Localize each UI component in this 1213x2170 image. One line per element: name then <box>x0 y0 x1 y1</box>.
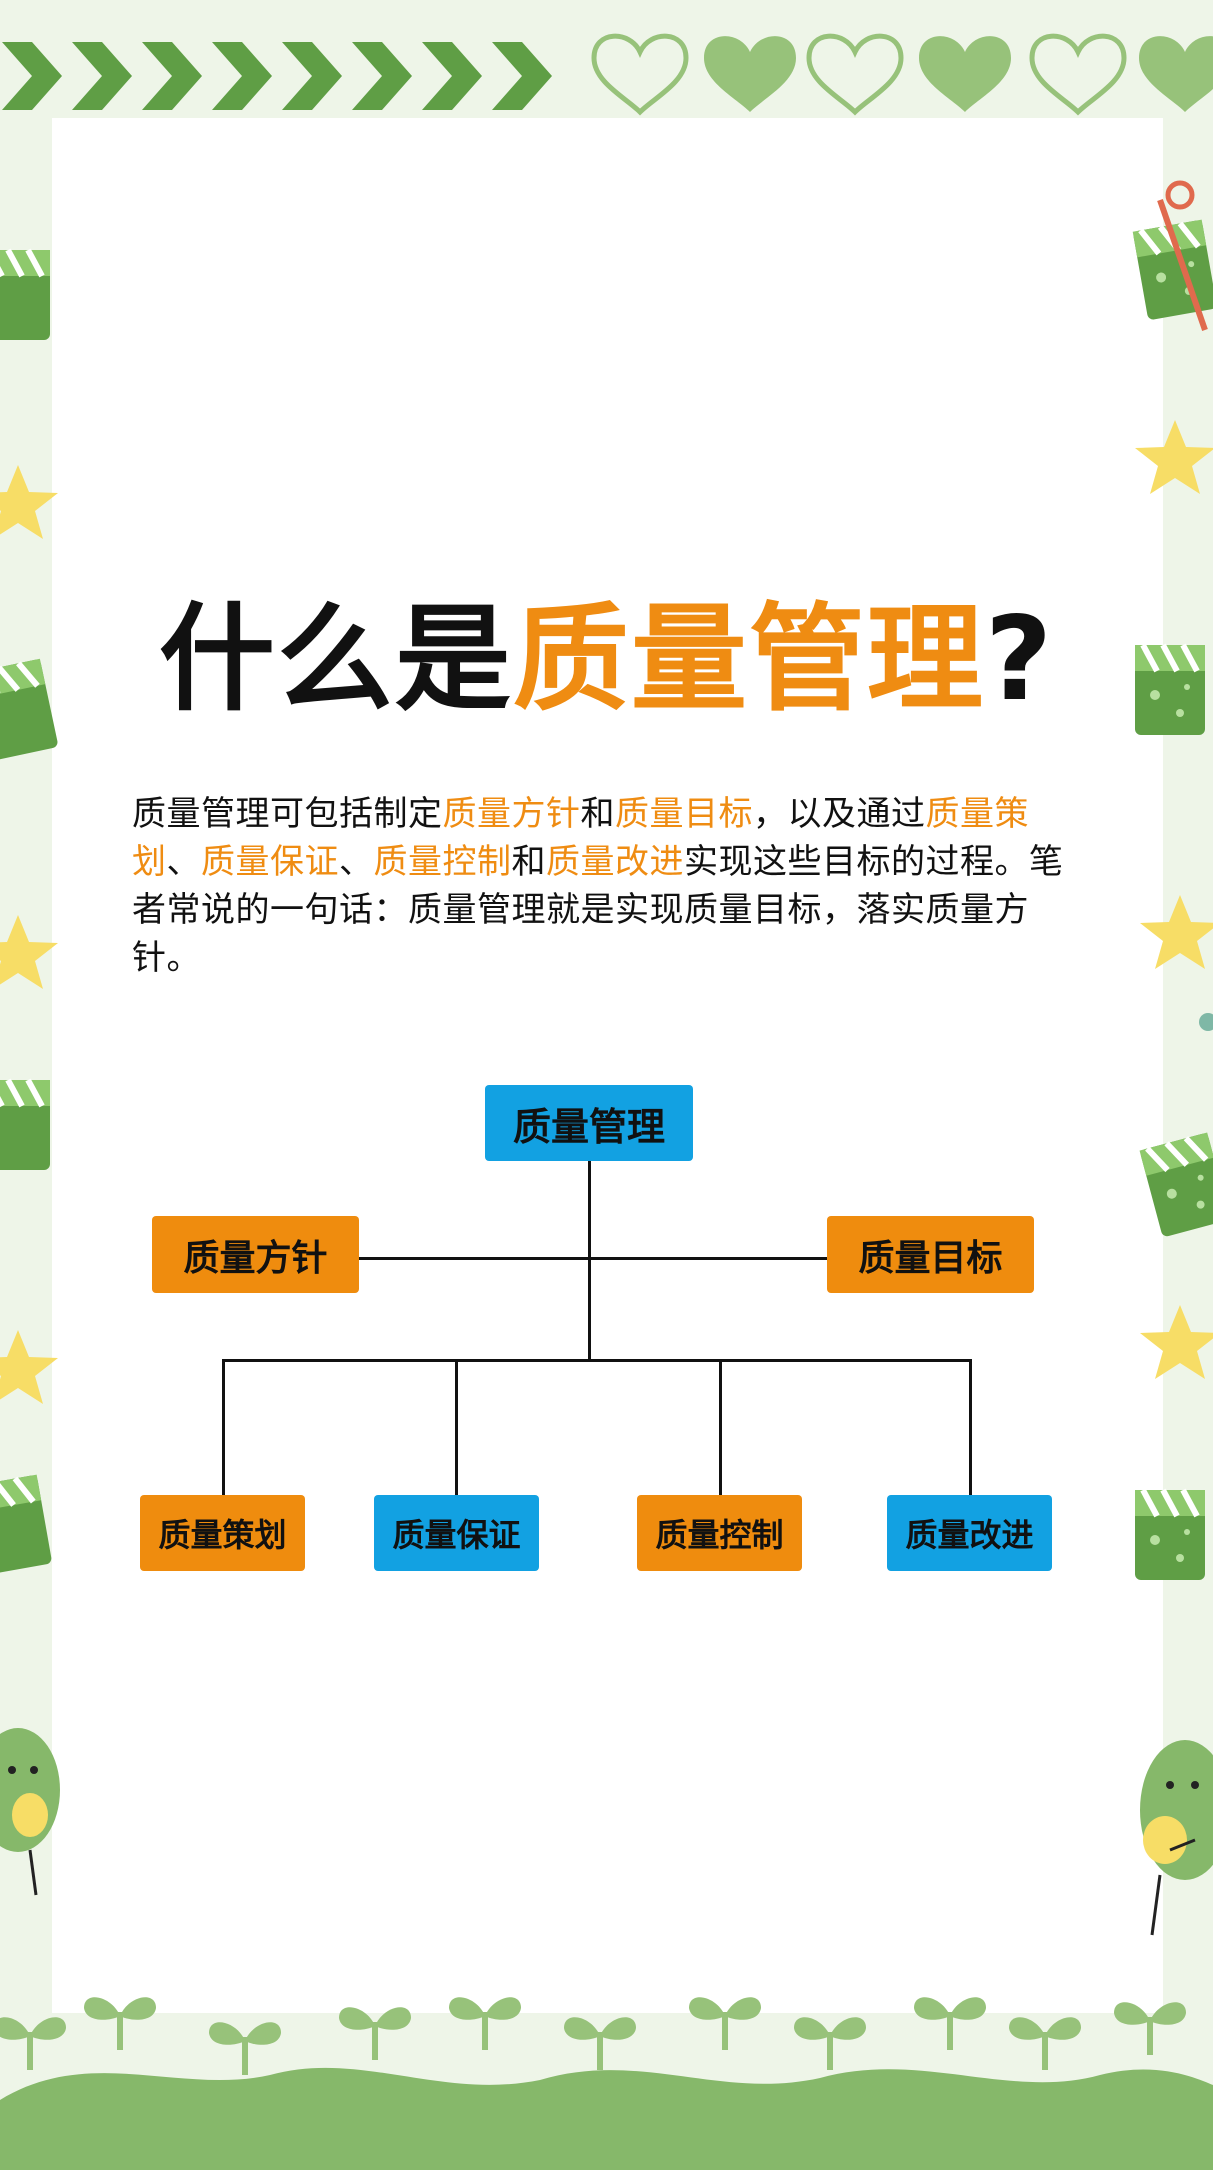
right-side-decorations <box>1133 180 1213 1936</box>
connector-root-vertical <box>588 1160 591 1360</box>
intro-paragraph: 质量管理可包括制定质量方针和质量目标，以及通过质量策划、质量保证、质量控制和质量… <box>132 790 1072 982</box>
intro-text: 和 <box>511 842 546 882</box>
left-side-decorations <box>0 250 60 1896</box>
intro-highlight: 质量改进 <box>546 842 684 882</box>
intro-text: 、 <box>166 842 201 882</box>
intro-text: 实现这些目标的过程。笔者常说的一句话：质量管理就是实现质量目标，落实质量方针。 <box>132 842 1064 978</box>
node-child-2: 质量保证 <box>374 1495 539 1571</box>
bottom-grass-decoration <box>0 1997 1213 2170</box>
node-side-right: 质量目标 <box>827 1216 1034 1293</box>
bean-mascot-icon <box>0 1728 60 1896</box>
node-child-3: 质量控制 <box>637 1495 802 1571</box>
connector-child-2 <box>455 1359 458 1496</box>
bean-mascot-icon <box>1140 1740 1213 1936</box>
node-child-4: 质量改进 <box>887 1495 1052 1571</box>
connector-child-1 <box>222 1359 225 1496</box>
page-title: 什么是质量管理? <box>158 592 1055 727</box>
intro-text: ，以及通过 <box>753 794 926 834</box>
intro-highlight: 质量方针 <box>442 794 581 834</box>
node-child-1: 质量策划 <box>140 1495 305 1571</box>
intro-text: 质量管理可包括制定 <box>132 794 443 834</box>
node-root: 质量管理 <box>485 1085 693 1161</box>
connector-side-horizontal <box>358 1257 828 1260</box>
intro-text: 、 <box>339 842 374 882</box>
node-side-left: 质量方针 <box>152 1216 359 1293</box>
intro-highlight: 质量目标 <box>615 794 753 834</box>
intro-highlight: 质量保证 <box>201 842 339 882</box>
intro-highlight: 质量策划 <box>132 794 1029 882</box>
connector-child-4 <box>969 1359 972 1496</box>
connector-children-horizontal <box>222 1359 972 1362</box>
intro-text: 和 <box>580 794 615 834</box>
chevron-border-decoration <box>2 42 552 110</box>
connector-child-3 <box>719 1359 722 1496</box>
intro-highlight: 质量控制 <box>373 842 512 882</box>
